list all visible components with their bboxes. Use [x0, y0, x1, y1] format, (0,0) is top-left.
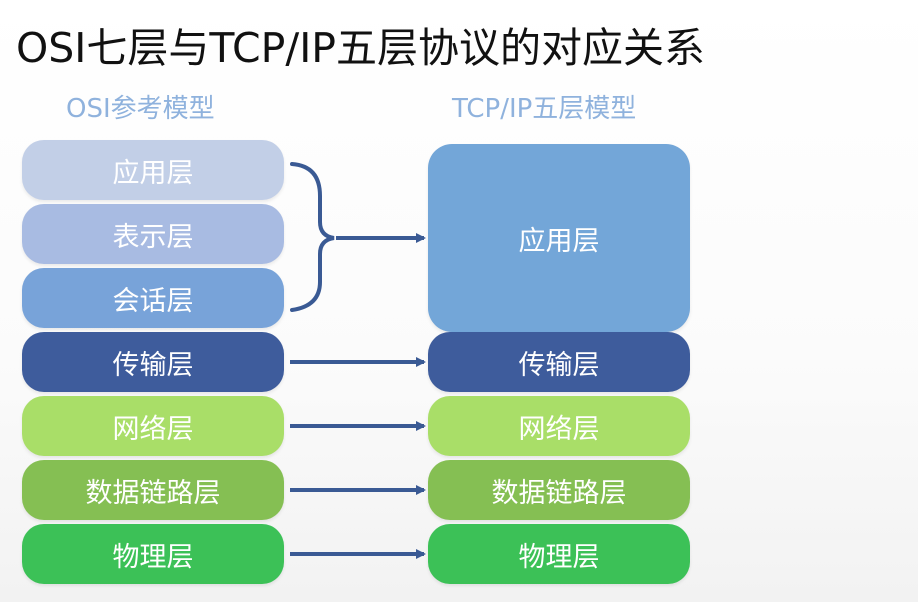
osi-physical-layer: 物理层 — [22, 524, 284, 584]
tcp-application-layer: 应用层 — [428, 144, 690, 332]
osi-model-header: OSI参考模型 — [66, 94, 215, 124]
tcp-network-layer: 网络层 — [428, 396, 690, 456]
bracket-curly-brace — [290, 162, 335, 312]
osi-session-layer: 会话层 — [22, 268, 284, 328]
tcp-transport-layer: 传输层 — [428, 332, 690, 392]
osi-presentation-layer: 表示层 — [22, 204, 284, 264]
osi-network-layer: 网络层 — [22, 396, 284, 456]
tcp-data-link-layer: 数据链路层 — [428, 460, 690, 520]
osi-data-link-layer: 数据链路层 — [22, 460, 284, 520]
osi-transport-layer: 传输层 — [22, 332, 284, 392]
osi-application-layer: 应用层 — [22, 140, 284, 200]
tcp-physical-layer: 物理层 — [428, 524, 690, 584]
tcp-model-header: TCP/IP五层模型 — [452, 94, 637, 124]
page-title: OSI七层与TCP/IP五层协议的对应关系 — [16, 24, 706, 72]
